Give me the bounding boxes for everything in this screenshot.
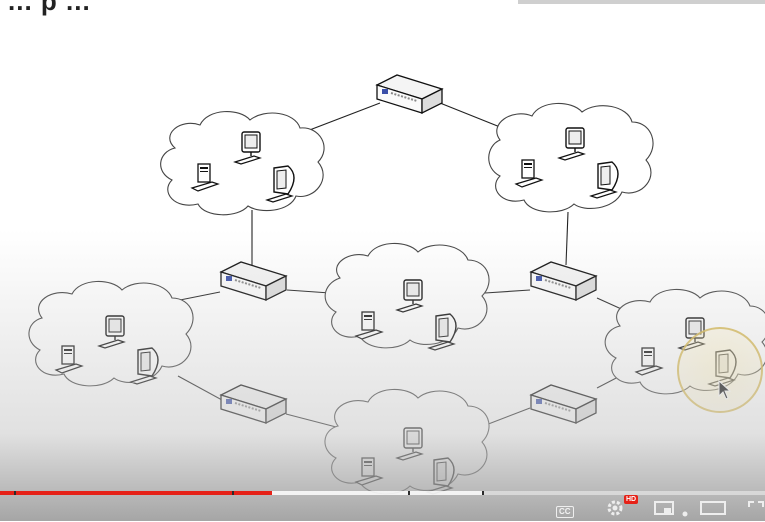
miniplayer-icon [654, 501, 674, 515]
chapter-marker [408, 491, 410, 495]
chapter-marker [482, 491, 484, 495]
dot-indicator [682, 504, 688, 522]
fullscreen-icon [748, 501, 764, 507]
switch-top-icon [376, 74, 443, 114]
fullscreen-button[interactable] [748, 501, 764, 522]
progress-bar[interactable] [0, 491, 765, 495]
captions-button[interactable]: CC [556, 501, 574, 519]
switch-upper-left-icon [220, 261, 287, 301]
captions-label: CC [556, 506, 574, 518]
player-control-bar: CC HD [0, 495, 765, 522]
chapter-marker [232, 491, 234, 495]
settings-button[interactable] [606, 499, 624, 522]
mouse-pointer-icon [718, 380, 732, 400]
chapter-marker [14, 491, 16, 495]
theater-icon [700, 501, 726, 515]
switch-upper-right-icon [530, 261, 597, 301]
progress-played [0, 491, 272, 495]
cursor-highlight [677, 327, 763, 413]
gear-icon [607, 500, 623, 516]
switch-lower-right-icon [530, 384, 597, 424]
slide-title-fragment: ... p ... [8, 0, 91, 16]
hd-badge: HD [624, 495, 639, 504]
switch-lower-left-icon [220, 384, 287, 424]
theater-mode-button[interactable] [700, 501, 726, 520]
top-edge-bar [518, 0, 765, 4]
miniplayer-button[interactable] [654, 501, 674, 520]
